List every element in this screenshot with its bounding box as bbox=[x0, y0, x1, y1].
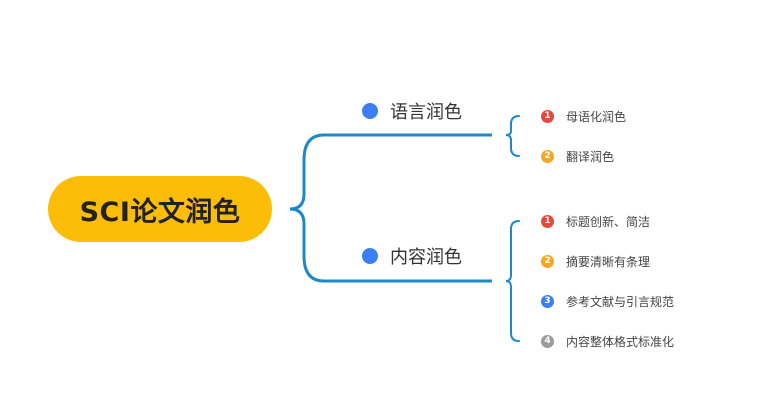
number-3-badge-icon: 3 bbox=[541, 294, 554, 308]
branch-2-brace bbox=[505, 220, 520, 342]
leaf-label: 翻译润色 bbox=[566, 149, 615, 164]
branch-dot-icon bbox=[362, 103, 378, 119]
branch-node-language[interactable]: 语言润色 bbox=[362, 98, 462, 124]
leaf-node[interactable]: 1 母语化润色 bbox=[541, 108, 626, 124]
number-2-badge-icon: 2 bbox=[541, 254, 554, 268]
branch-dot-icon bbox=[362, 248, 378, 264]
number-4-badge-icon: 4 bbox=[541, 334, 554, 348]
root-label: SCI论文润色 bbox=[79, 196, 241, 228]
branch-node-content[interactable]: 内容润色 bbox=[362, 243, 462, 269]
main-brace bbox=[289, 133, 326, 283]
branch-label: 语言润色 bbox=[390, 102, 462, 123]
branch-label: 内容润色 bbox=[390, 247, 462, 268]
leaf-node[interactable]: 1 标题创新、简洁 bbox=[541, 213, 650, 229]
leaf-label: 母语化润色 bbox=[566, 109, 627, 124]
leaf-label: 内容整体格式标准化 bbox=[566, 334, 675, 349]
number-1-badge-icon: 1 bbox=[541, 214, 554, 228]
root-node[interactable]: SCI论文润色 bbox=[48, 176, 272, 242]
branch-1-brace bbox=[505, 115, 520, 157]
leaf-node[interactable]: 4 内容整体格式标准化 bbox=[541, 333, 674, 349]
leaf-label: 参考文献与引言规范 bbox=[566, 294, 675, 309]
leaf-label: 标题创新、简洁 bbox=[566, 214, 651, 229]
leaf-node[interactable]: 3 参考文献与引言规范 bbox=[541, 293, 674, 309]
leaf-label: 摘要清晰有条理 bbox=[566, 254, 651, 269]
leaf-node[interactable]: 2 翻译润色 bbox=[541, 148, 614, 164]
number-1-badge-icon: 1 bbox=[541, 109, 554, 123]
number-2-badge-icon: 2 bbox=[541, 149, 554, 163]
leaf-node[interactable]: 2 摘要清晰有条理 bbox=[541, 253, 650, 269]
